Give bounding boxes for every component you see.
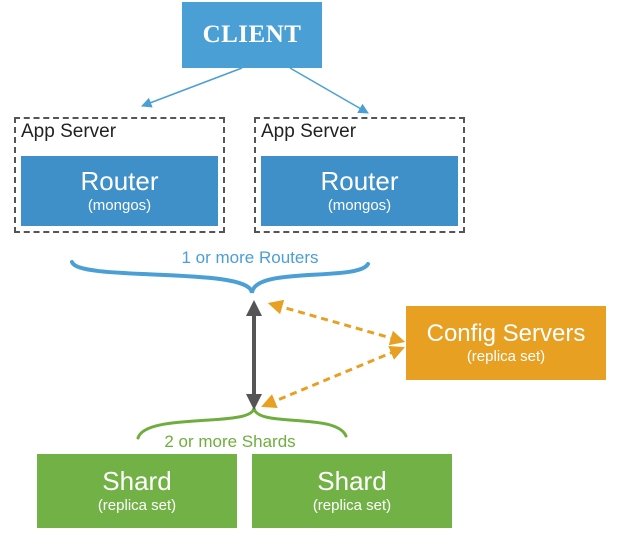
routers-brace xyxy=(70,260,370,294)
shard-subtitle: (replica set) xyxy=(312,497,392,515)
routers-group-label: 1 or more Routers xyxy=(181,248,319,267)
app-server-label: App Server xyxy=(261,121,357,142)
shard-right-box: Shard (replica set) xyxy=(252,454,452,528)
router-right-box: Router (mongos) xyxy=(261,156,458,226)
shard-subtitle: (replica set) xyxy=(97,497,177,515)
config-servers-subtitle: (replica set) xyxy=(466,347,546,365)
router-title: Router xyxy=(80,166,159,197)
shard-title: Shard xyxy=(317,466,387,497)
shards-group-label: 2 or more Shards xyxy=(164,432,296,451)
client-to-router-left-arrow xyxy=(141,67,243,108)
router-title: Router xyxy=(320,166,399,197)
app-server-right: App Server Router (mongos) xyxy=(254,117,465,233)
shard-left-box: Shard (replica set) xyxy=(37,454,237,528)
client-label: CLIENT xyxy=(202,21,302,48)
router-subtitle: (mongos) xyxy=(87,197,152,215)
client-box: CLIENT xyxy=(182,2,322,68)
config-servers-title: Config Servers xyxy=(426,319,586,347)
shard-config-arrow xyxy=(261,345,405,409)
router-subtitle: (mongos) xyxy=(327,197,392,215)
router-config-arrow xyxy=(267,299,406,346)
config-servers-box: Config Servers (replica set) xyxy=(406,306,606,380)
shard-title: Shard xyxy=(102,466,172,497)
client-to-router-right-arrow xyxy=(289,67,369,114)
router-left-box: Router (mongos) xyxy=(21,156,218,226)
app-server-left: App Server Router (mongos) xyxy=(14,117,225,233)
app-server-label: App Server xyxy=(21,121,117,142)
